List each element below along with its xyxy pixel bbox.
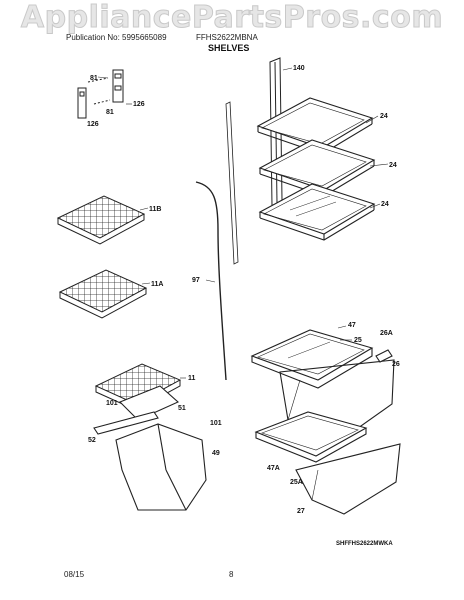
callout-101-left: 101 — [106, 400, 118, 407]
divider-strip — [225, 101, 239, 265]
callout-27: 27 — [297, 508, 305, 515]
footer-date: 08/15 — [64, 570, 85, 579]
glass-shelves — [256, 97, 376, 241]
callout-101-right: 101 — [210, 420, 222, 427]
callout-26a: 26A — [380, 330, 393, 337]
model-number: FFHS2622MBNA — [196, 33, 258, 42]
callout-24-bottom: 24 — [381, 201, 389, 208]
drawing-code: SHFFHS2622MWKA — [336, 541, 393, 547]
callout-11a: 11A — [151, 281, 163, 288]
callout-126-top: 126 — [133, 101, 145, 108]
callout-126-bottom: 126 — [87, 121, 99, 128]
callout-140: 140 — [293, 65, 305, 72]
callout-24-middle: 24 — [389, 162, 397, 169]
callout-25a: 25A — [290, 479, 303, 486]
callout-51: 51 — [178, 405, 186, 412]
callout-49: 49 — [212, 450, 220, 457]
callout-24-top: 24 — [380, 113, 388, 120]
callout-47a: 47A — [267, 465, 280, 472]
publication-number: Publication No: 5995665089 — [66, 33, 167, 42]
footer-page-number: 8 — [229, 570, 234, 579]
page-title: SHELVES — [208, 43, 250, 53]
callout-11: 11 — [188, 375, 196, 382]
callout-52: 52 — [88, 437, 96, 444]
wire-shelf-11a — [58, 269, 148, 319]
callout-47: 47 — [348, 322, 356, 329]
callout-81-top: 81 — [90, 75, 98, 82]
shelf-bracket-assembly — [77, 69, 124, 119]
callout-97: 97 — [192, 277, 200, 284]
callout-81-bottom: 81 — [106, 109, 114, 116]
callout-26: 26 — [392, 361, 400, 368]
callout-25: 25 — [354, 337, 362, 344]
door-bin-assembly — [93, 385, 207, 511]
wire-shelf-11b — [56, 195, 146, 245]
callout-11b: 11B — [149, 206, 161, 213]
crisper-drawer-lower — [254, 411, 401, 515]
crisper-cover-assembly — [250, 329, 395, 439]
watermark: AppliancePartsPros.com — [20, 0, 444, 36]
trim-strip — [195, 181, 227, 381]
